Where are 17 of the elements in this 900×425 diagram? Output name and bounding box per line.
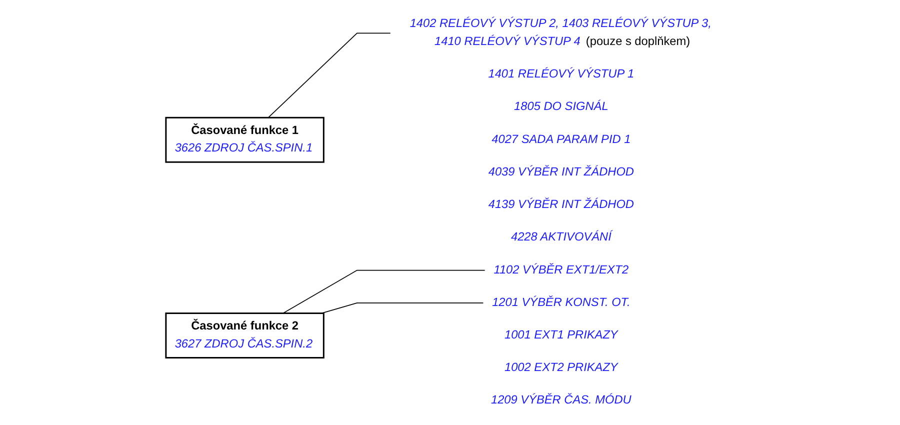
node-text: 1805 DO SIGNÁL bbox=[514, 100, 608, 114]
node-text: 4139 VÝBĚR INT ŽÁDHOD bbox=[488, 198, 634, 212]
connector bbox=[320, 302, 484, 314]
node-text: 4039 VÝBĚR INT ŽÁDHOD bbox=[488, 166, 634, 178]
node-text: 1002 EXT2 PRIKAZY bbox=[504, 361, 618, 374]
node-text: 4027 SADA PARAM PID 1 bbox=[492, 133, 631, 146]
connector bbox=[282, 270, 486, 314]
node-box: Časované funkce 1 3626 ZDROJ ČAS.SPIN.1 bbox=[165, 116, 324, 163]
node-text: 1209 VÝBĚR ČAS. MÓDU bbox=[490, 394, 632, 407]
node-text: 1001 EXT1 PRIKAZY bbox=[504, 328, 618, 342]
node-box: Časované funkce 2 3627 ZDROJ ČAS.SPIN.2 bbox=[165, 312, 324, 358]
node-text: 1102 VÝBĚR EXT1/EXT2 bbox=[494, 264, 629, 276]
connector bbox=[268, 32, 391, 118]
node-text: 1201 VÝBĚR KONST. OT. bbox=[492, 296, 630, 309]
node-text: 1401 RELÉOVÝ VÝSTUP 1 bbox=[488, 68, 634, 81]
node-text: 1402 RELÉOVÝ VÝSTUP 2, 1403 RELÉOVÝ VÝSTUP 3, 1410 RELÉOVÝ VÝSTUP 4 (pouze s doplňkem) bbox=[410, 18, 712, 48]
node-text: 4228 AKTIVOVÁNÍ bbox=[510, 231, 612, 244]
